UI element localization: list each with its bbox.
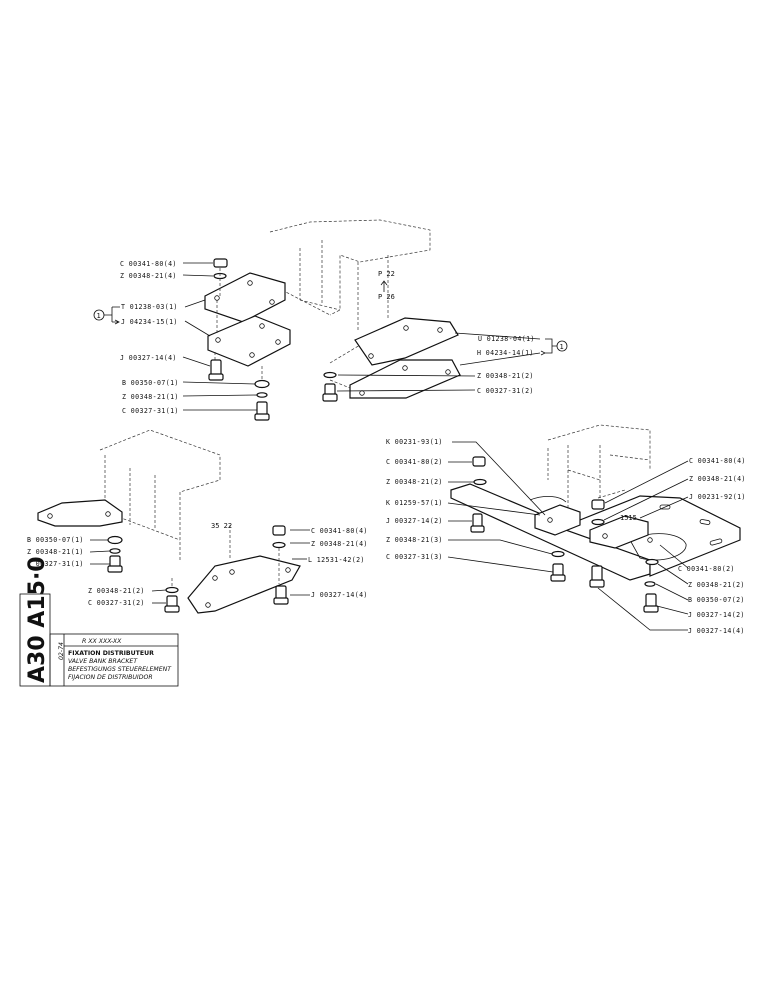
plate-right-upper [354,317,459,366]
label-z00348-21-2: Z 00348-21(2) [477,372,534,380]
title-fr: FIXATION DISTRIBUTEUR [68,650,154,657]
label-z00348-21-2c: Z 00348-21(2) [688,581,745,589]
drawing-number: A30 A15·0 [25,556,50,683]
label-h04234-14-1: H 04234-14(1) [477,349,534,357]
mark-p26: P 26 [378,293,395,301]
label-z00348-21-4: Z 00348-21(4) [120,272,177,280]
header-codes: R XX XXX-XX [82,638,122,645]
label-j00327-14-2b: J 00327-14(2) [688,611,745,619]
label-c00341-80-4b: C 00341-80(4) [689,457,746,465]
label-b00350-07-2: B 00350-07(2) [688,596,745,604]
mark-3522: 35 22 [211,522,232,530]
label-j00327-14-4c: J 00327-14(4) [311,591,368,599]
label-j00327-14-4b: J 00327-14(4) [688,627,745,635]
label-b00350-07-1b: B 00350-07(1) [27,536,84,544]
drawing-date: 02-74 [58,642,65,660]
title-en: VALVE BANK BRACKET [68,658,138,665]
right-assembly: 1515 K 00231-93(1) C 00341-80(2) Z 00348… [386,424,746,635]
label-c00327-31-1: C 00327-31(1) [122,407,179,415]
label-z00348-21-4c: Z 00348-21(4) [311,540,368,548]
label-c00327-31-3: C 00327-31(3) [386,553,443,561]
label-c00341-80-4: C 00341-80(4) [120,260,177,268]
label-j00231-92-1: J 00231-92(1) [689,493,746,501]
label-c00341-80-2: C 00341-80(2) [386,458,443,466]
label-l12531-42-2: L 12531-42(2) [308,556,365,564]
plate-bracket-l [187,555,301,614]
label-z00348-21-1b: Z 00348-21(1) [27,548,84,556]
label-j00327-14-4: J 00327-14(4) [120,354,177,362]
label-z00348-21-1: Z 00348-21(1) [122,393,179,401]
label-t01238-03-1: T 01238-03(1) [121,303,178,311]
label-c00327-31-2: C 00327-31(2) [477,387,534,395]
title-de: BEFESTIGUNGS STEUERELEMENT [68,666,172,673]
label-c00327-31-2b: C 00327-31(2) [88,599,145,607]
label-z00348-21-3: Z 00348-21(3) [386,536,443,544]
label-z00348-21-4b: Z 00348-21(4) [689,475,746,483]
plate-lower [207,315,291,367]
label-z00348-21-2d: Z 00348-21(2) [88,587,145,595]
label-c00341-80-4c: C 00341-80(4) [311,527,368,535]
label-k01259-57-1: K 01259-57(1) [386,499,443,507]
label-j00327-14-2: J 00327-14(2) [386,517,443,525]
circle-ref-left: 1 [97,312,101,320]
plate-right-lower [349,359,461,399]
left-assembly: 35 22 B 00350-07(1) [27,429,368,614]
label-z00348-21-2b: Z 00348-21(2) [386,478,443,486]
circle-ref-right: 1 [560,343,564,351]
label-j04234-15-1: J 04234-15(1) [121,318,178,326]
label-b00350-07-1: B 00350-07(1) [122,379,179,387]
base-plate [558,495,741,577]
mark-1515: 1515 [620,514,637,522]
plate-left [37,499,123,527]
title-block: A30 A15·0 02-74 R XX XXX-XX FIXATION DIS… [19,556,179,687]
plate-upper [204,272,286,323]
label-u01238-04-1: U 01238-04(1) [478,335,535,343]
label-k00231-93-1: K 00231-93(1) [386,438,443,446]
label-c00341-80-2b: C 00341-80(2) [678,565,735,573]
top-assembly: P 22 P 26 1 1 C 00341-80(4) Z 00348-21(4… [93,219,568,421]
label-c00327-31-1b: C 00327-31(1) [27,560,84,568]
mark-p22: P 22 [378,270,395,278]
title-es: FIJACION DE DISTRIBUIDOR [68,674,153,681]
